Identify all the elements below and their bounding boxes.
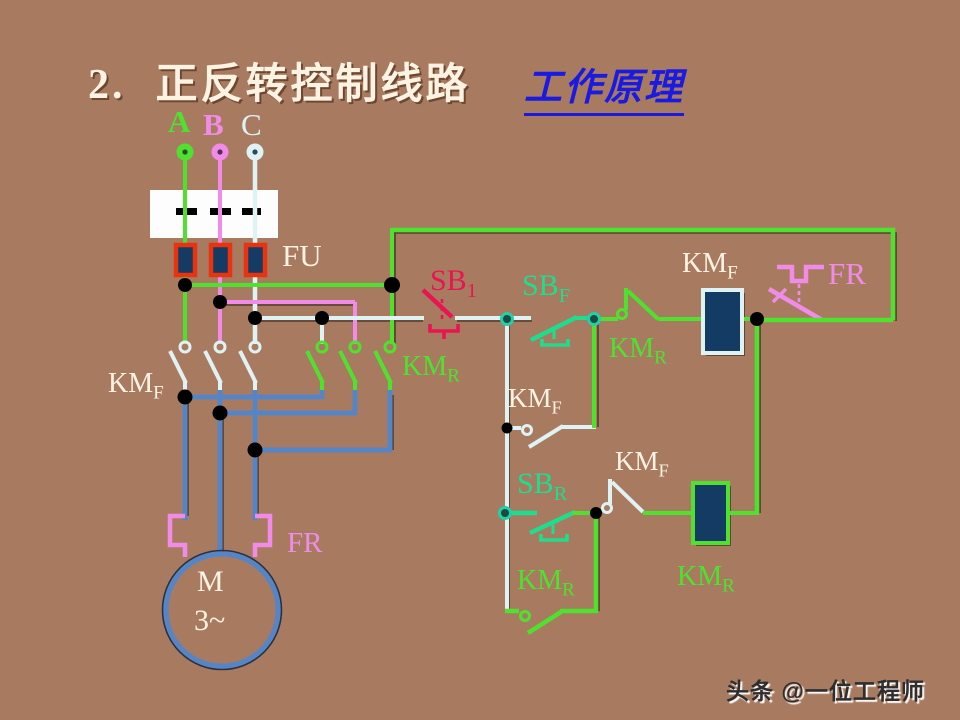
kmr-coil-label: KMR xyxy=(677,561,735,597)
phase-a-label: A xyxy=(168,104,191,139)
shadow-lines xyxy=(187,231,897,611)
sbr-reverse-button xyxy=(509,509,598,542)
phase-terminals xyxy=(176,143,264,161)
kmf-main-contacts xyxy=(168,340,262,392)
power-bus xyxy=(185,228,531,344)
kmf-interlock-label: KMF xyxy=(615,446,669,481)
kmr-interlock-label: KMR xyxy=(609,333,667,369)
kmf-main-label: KMF xyxy=(108,368,164,404)
fr-bottom-label: FR xyxy=(287,527,323,559)
motor-name-label: M xyxy=(197,565,224,598)
phase-b-label: B xyxy=(203,107,224,142)
kmr-main-label: KMR xyxy=(402,351,460,387)
kmr-aux-label: KMR xyxy=(517,565,575,601)
kmr-main-contacts xyxy=(305,340,397,392)
title-text: 正反转控制线路 xyxy=(155,62,471,108)
control-top-rail xyxy=(392,227,896,320)
motor-symbol xyxy=(161,549,283,671)
junction-dots xyxy=(177,277,764,519)
motor-phase-label: 3~ xyxy=(194,604,226,637)
sbf-label: SBF xyxy=(522,269,571,308)
sbf-forward-button xyxy=(529,314,591,347)
watermark: 头条 @一位工程师 xyxy=(726,678,925,704)
kmr-coil-symbol xyxy=(691,481,759,546)
title-number: 2. xyxy=(88,62,126,108)
kmr-interlock-contact xyxy=(599,288,703,321)
fu-label: FU xyxy=(282,238,322,273)
fr-top-label: FR xyxy=(828,256,866,291)
fr-contact xyxy=(767,264,824,322)
kmf-aux-label: KMF xyxy=(508,383,562,418)
thermal-relay-heaters xyxy=(167,513,273,557)
disconnect-switch xyxy=(150,190,278,238)
kmr-aux-contact xyxy=(505,513,599,635)
sb1-stop-button xyxy=(421,288,460,339)
node-rings xyxy=(498,312,601,520)
sbr-label: SBR xyxy=(517,467,568,506)
kmf-interlock-contact xyxy=(601,479,693,515)
sb1-label: SB1 xyxy=(430,264,477,303)
working-principle-link[interactable]: 工作原理 xyxy=(524,56,685,116)
kmf-coil-label: KMF xyxy=(682,248,738,284)
fuse-group xyxy=(173,242,268,278)
coil-output-net xyxy=(754,317,893,513)
kmf-coil-symbol xyxy=(701,288,760,356)
motor-wiring xyxy=(182,390,393,556)
phase-c-label: C xyxy=(241,107,262,142)
page-title: 2. 正反转控制线路 xyxy=(88,50,471,111)
